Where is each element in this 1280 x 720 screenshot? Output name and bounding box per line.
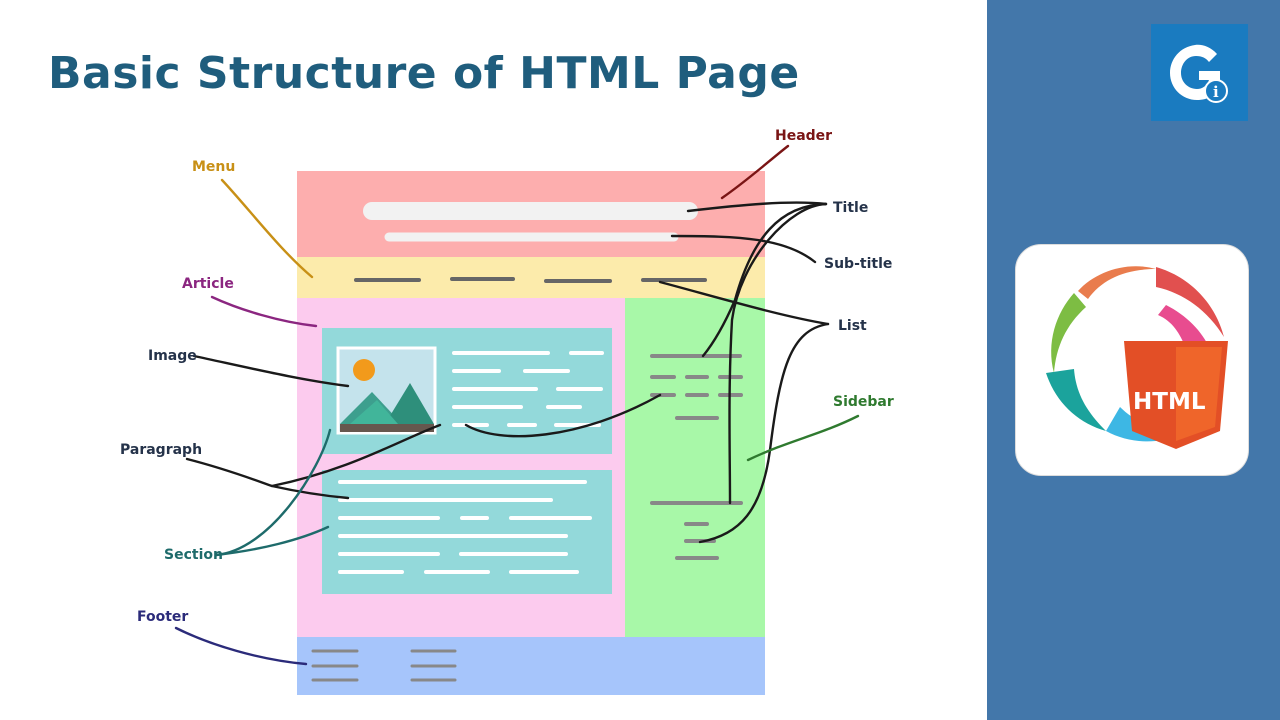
connector-menu	[220, 178, 314, 279]
paragraph-lines-top	[452, 351, 604, 427]
g-i-logo-icon: i	[1151, 24, 1248, 121]
connector-sidebar	[746, 414, 860, 462]
connector-title-b	[701, 202, 828, 358]
label-subtitle: Sub-title	[824, 256, 892, 272]
logo-small-letter: i	[1213, 83, 1219, 101]
connectors	[174, 144, 860, 666]
label-title: Title	[833, 200, 868, 216]
connector-title-c	[728, 202, 828, 505]
menu-region	[297, 257, 765, 298]
sidebar-region	[625, 298, 765, 637]
label-footer: Footer	[137, 609, 188, 625]
connector-article	[210, 295, 318, 328]
footer-lines	[311, 649, 457, 682]
label-image: Image	[148, 348, 197, 364]
connector-paragraph-b	[270, 484, 350, 500]
label-menu: Menu	[192, 159, 235, 175]
connector-list-a	[658, 280, 830, 326]
page-title: Basic Structure of HTML Page	[48, 48, 800, 99]
image-placeholder	[336, 346, 437, 435]
paragraph-lines-bottom	[338, 480, 592, 574]
connector-section-b	[214, 525, 330, 557]
connector-header	[720, 144, 790, 200]
connector-subtitle	[670, 234, 817, 264]
menu-items	[354, 277, 707, 283]
connector-paragraph-c	[464, 393, 662, 438]
connector-paragraph-a	[185, 423, 442, 488]
html-structure-diagram: Header Menu Title Sub-title Article List…	[120, 128, 894, 695]
connector-footer	[174, 626, 308, 666]
section-region-bottom	[322, 470, 612, 594]
label-header: Header	[775, 128, 832, 144]
html-badge-text: HTML	[1133, 389, 1206, 415]
label-article: Article	[182, 276, 234, 292]
footer-region	[297, 637, 765, 695]
connector-title-a	[686, 201, 828, 213]
label-section: Section	[164, 547, 223, 563]
label-sidebar: Sidebar	[833, 394, 894, 410]
connector-section-a	[214, 428, 332, 557]
label-list: List	[838, 318, 867, 334]
label-paragraph: Paragraph	[120, 442, 202, 458]
html-badge-icon: HTML	[1015, 244, 1249, 476]
connector-image	[192, 354, 350, 388]
